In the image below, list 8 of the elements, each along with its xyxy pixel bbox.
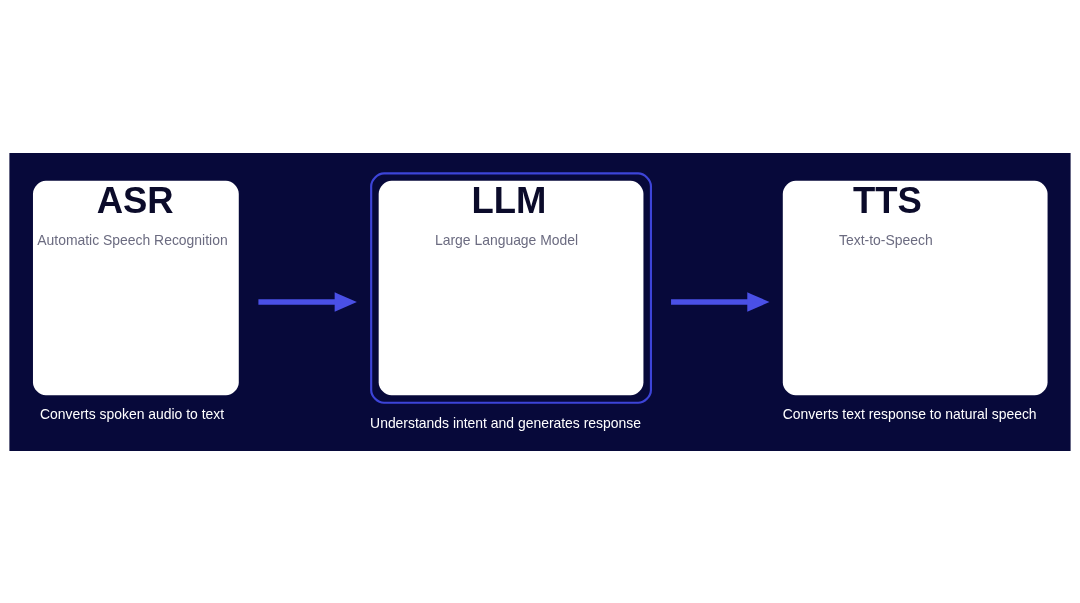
node-box: LLM Large Language Model (370, 171, 653, 404)
node-label: Converts spoken audio to text (39, 405, 225, 422)
node-box: TTS Text-to-Speech (782, 180, 1048, 395)
node-label: Understands intent and generates response (370, 414, 641, 431)
node-label: Converts text response to natural speech (782, 405, 1037, 422)
arrow (671, 291, 770, 312)
arrow (258, 291, 357, 312)
node-box: ASR Automatic Speech Recognition (32, 180, 239, 395)
